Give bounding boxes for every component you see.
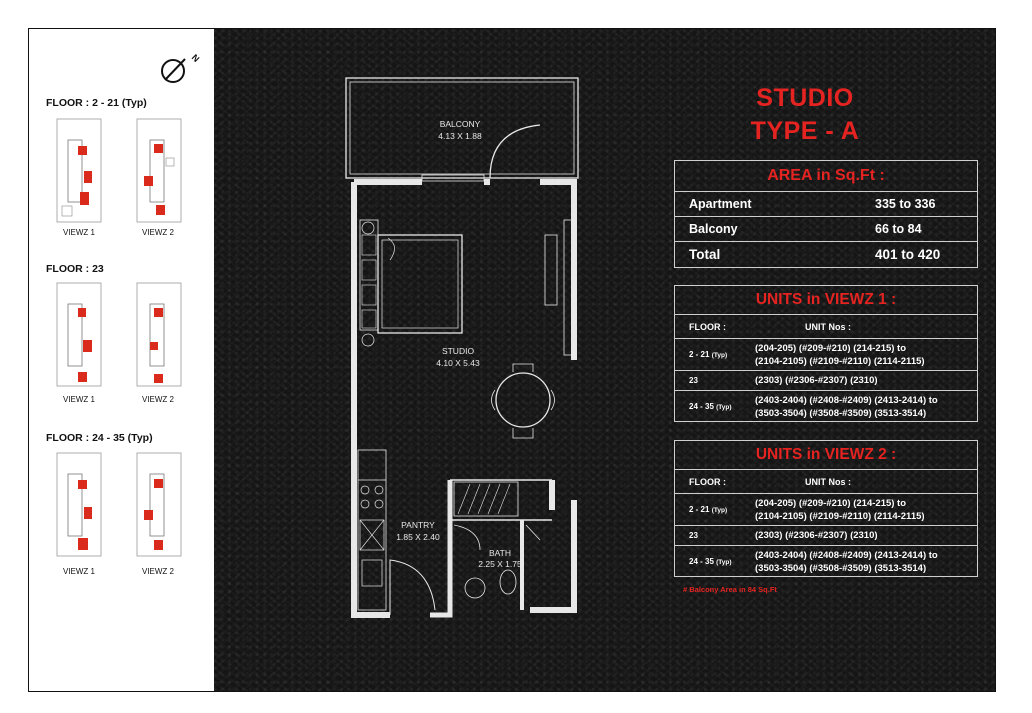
floor-group-label: FLOOR : 24 - 35 (Typ)	[46, 432, 153, 444]
units-row: 23 (2303) (#2306-#2307) (2310)	[675, 371, 977, 391]
area-row: Balcony 66 to 84	[675, 217, 977, 242]
main-dark-panel	[214, 29, 995, 691]
compass-icon: N	[161, 52, 202, 83]
floor-group-label: FLOOR : 23	[46, 263, 104, 275]
view-label: VIEWZ 1	[62, 395, 95, 404]
key-plan-thumb	[136, 118, 182, 223]
balcony-label: BALCONY	[440, 119, 481, 129]
units-row: 2 - 21 (Typ) (204-205) (#209-#210) (214-…	[675, 339, 977, 371]
key-plan-thumb	[136, 452, 182, 557]
key-plan-thumb	[56, 118, 102, 223]
studio-dimension: 4.10 X 5.43	[436, 358, 480, 368]
floor-plan-drawing: BALCONY 4.13 X 1.88 STUDIO 4.10 X 5.43 P…	[345, 77, 579, 618]
page-frame	[28, 28, 996, 692]
balcony-note: # Balcony Area in 84 Sq.Ft	[683, 585, 777, 594]
bath-dimension: 2.25 X 1.75	[478, 559, 522, 569]
bath-label: BATH	[489, 548, 511, 558]
area-row-total: Total 401 to 420	[689, 247, 941, 262]
unit-type: TYPE - A	[750, 117, 860, 145]
key-plan-panel	[29, 29, 214, 691]
area-heading: AREA in Sq.Ft :	[675, 161, 977, 192]
units-row: 24 - 35 (Typ) (2403-2404) (#2408-#2409) …	[689, 550, 938, 574]
units-row: 2 - 21 (Typ) (204-205) (#209-#210) (214-…	[675, 494, 977, 526]
units-table-viewz-2: UNITS in VIEWZ 2 : FLOOR : UNIT Nos : 2 …	[674, 440, 978, 577]
view-label: VIEWZ 2	[141, 567, 174, 576]
view-label: VIEWZ 2	[141, 228, 174, 237]
key-plan-thumb	[56, 282, 102, 387]
floor-group-label: FLOOR : 2 - 21 (Typ)	[46, 97, 147, 109]
pantry-dimension: 1.85 X 2.40	[396, 532, 440, 542]
view-label: VIEWZ 1	[62, 228, 95, 237]
pantry-label: PANTRY	[401, 520, 435, 530]
area-row: Apartment 335 to 336	[675, 192, 977, 217]
studio-label: STUDIO	[442, 346, 475, 356]
key-plan-thumb	[136, 282, 182, 387]
svg-text:N: N	[190, 52, 202, 64]
view-label: VIEWZ 2	[141, 395, 174, 404]
view-label: VIEWZ 1	[62, 567, 95, 576]
units-table-viewz-1: UNITS in VIEWZ 1 : FLOOR : UNIT Nos : 2 …	[674, 285, 978, 422]
units-row: 23 (2303) (#2306-#2307) (2310)	[675, 526, 977, 546]
key-plan-thumb	[56, 452, 102, 557]
units-row: 24 - 35 (Typ) (2403-2404) (#2408-#2409) …	[689, 395, 938, 419]
balcony-dimension: 4.13 X 1.88	[438, 131, 482, 141]
area-table: AREA in Sq.Ft : Apartment 335 to 336 Bal…	[674, 160, 978, 268]
unit-title: STUDIO	[756, 84, 854, 112]
